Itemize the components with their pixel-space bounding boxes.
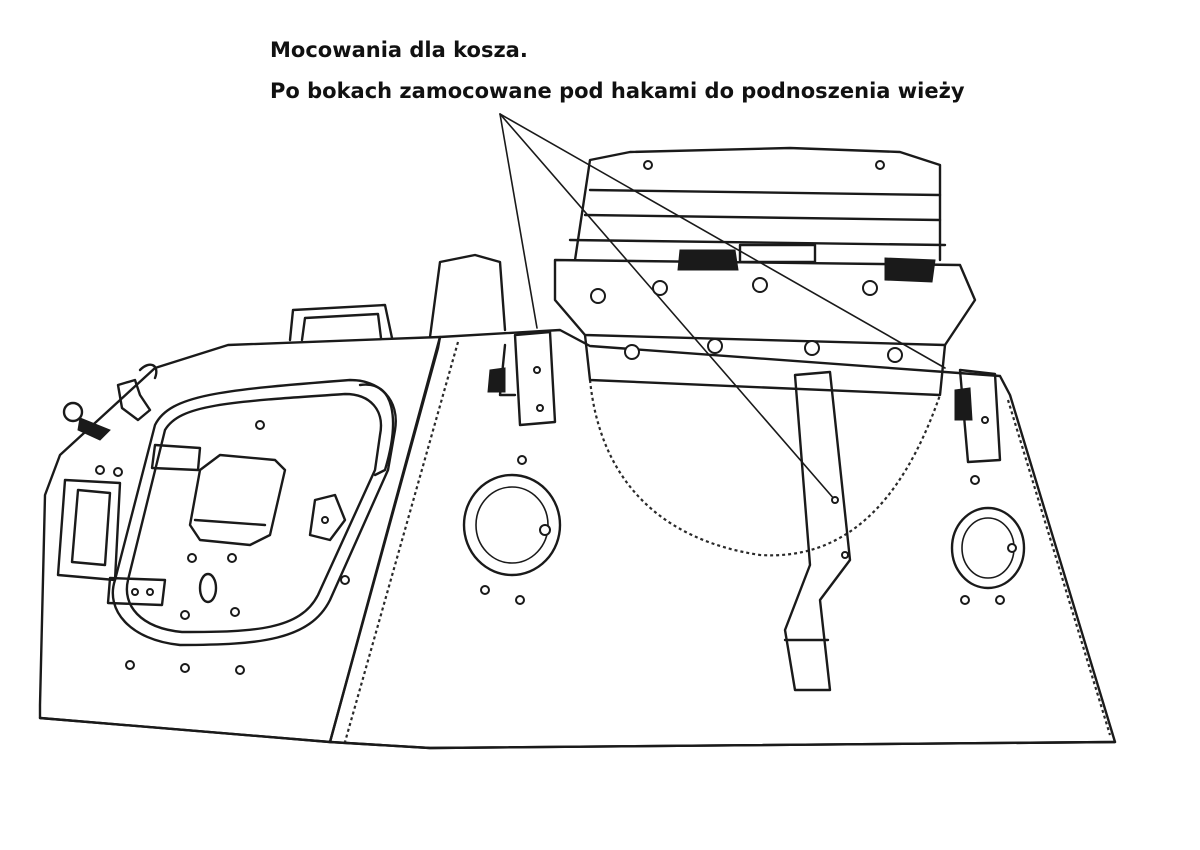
- commander-cupola: [553, 146, 977, 397]
- top-left-fittings: [62, 363, 158, 441]
- basket-mount-right: [954, 368, 1002, 464]
- pistol-port-right: [950, 506, 1026, 590]
- pistol-port-left: [462, 473, 562, 577]
- caption-line-1: Mocowania dla kosza.: [270, 38, 528, 62]
- rear-hatch: [106, 378, 397, 647]
- top-handle: [288, 303, 394, 342]
- basket-mount-center: [783, 370, 852, 692]
- weld-seams: [343, 341, 1112, 743]
- rear-block: [428, 253, 507, 339]
- turret-body: [38, 328, 1117, 750]
- leader-line-center-mount: [499, 113, 836, 501]
- caption-line-2: Po bokach zamocowane pod hakami do podno…: [270, 79, 965, 103]
- side-vision-port: [56, 478, 122, 582]
- leader-line-left-mount: [499, 113, 538, 329]
- leader-lines: [499, 113, 946, 501]
- rivets: [95, 420, 1005, 675]
- basket-mount-left: [487, 330, 557, 427]
